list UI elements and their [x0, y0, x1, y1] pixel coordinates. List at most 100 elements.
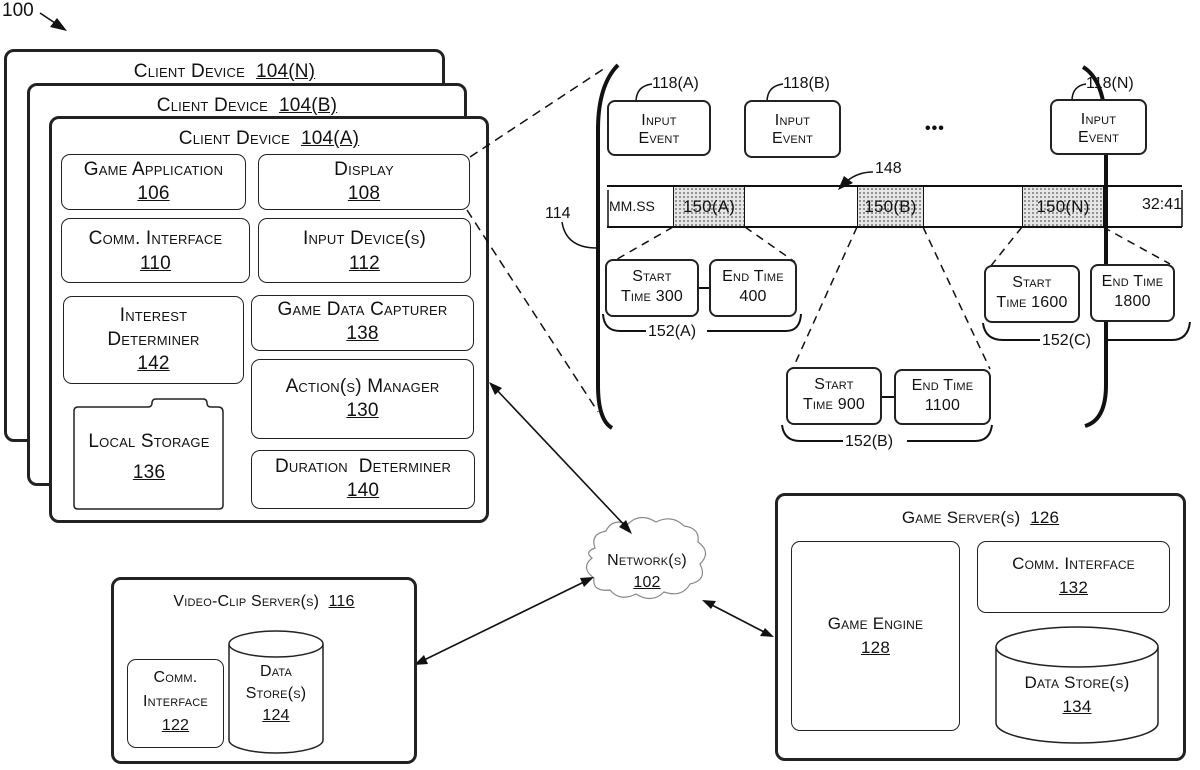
game-engine-ref: 128 — [792, 638, 959, 657]
video-clip-data-store-line2: Store(s) — [229, 684, 323, 703]
interest-determiner-line2: Determiner — [64, 328, 243, 351]
input-devices-box[interactable]: Input Device(s) 112 — [258, 218, 471, 283]
local-storage-ref: 136 — [74, 461, 224, 484]
timeline-segment-n-label: 150(N) — [1023, 195, 1103, 218]
clip-b-end-line1: End Time — [896, 376, 989, 395]
ref-114-label: 114 — [545, 205, 571, 223]
input-event-b[interactable]: Input Event — [744, 100, 841, 158]
input-event-a-ref: 118(A) — [652, 74, 699, 93]
timeline-start-label: MM.SS — [609, 198, 655, 214]
comm-interface-110-label: Comm. Interface — [62, 227, 249, 250]
input-event-n[interactable]: Input Event — [1050, 99, 1147, 155]
input-event-n-line1: Input — [1052, 110, 1145, 129]
actions-manager-label: Action(s) Manager — [252, 375, 473, 398]
client-device-n-title: Client Device — [134, 61, 245, 82]
input-event-a-line2: Event — [609, 129, 709, 148]
clip-c-start-line1: Start — [986, 273, 1078, 292]
clip-c-end-line2: 1800 — [1092, 292, 1173, 311]
video-clip-comm-interface-line2: Interface — [128, 692, 223, 711]
display-label: Display — [259, 158, 469, 181]
game-server-comm-interface-label: Comm. Interface — [978, 554, 1169, 573]
clip-b-ref: 152(B) — [845, 432, 893, 451]
client-device-a-title: Client Device — [179, 128, 290, 149]
timeline-end-label: 32:41 — [1142, 196, 1182, 214]
clip-c-start-box[interactable]: Start Time 1600 — [984, 265, 1080, 323]
game-engine-box[interactable]: Game Engine 128 — [791, 541, 960, 731]
video-clip-data-store-line1: Data — [229, 662, 323, 681]
clip-b-end-box[interactable]: End Time 1100 — [894, 369, 991, 425]
duration-determiner-ref: 140 — [252, 479, 474, 502]
input-event-a[interactable]: Input Event — [607, 100, 711, 156]
game-data-capturer-box[interactable]: Game Data Capturer 138 — [251, 295, 474, 351]
timeline-segment-b-label: 150(B) — [858, 195, 923, 218]
input-event-n-line2: Event — [1052, 128, 1145, 147]
interest-determiner-ref: 142 — [64, 352, 243, 375]
game-server-ref: 126 — [1030, 508, 1059, 527]
clip-a-end-line2: 400 — [711, 287, 795, 306]
duration-determiner-box[interactable]: Duration Determiner 140 — [251, 450, 475, 509]
input-devices-label: Input Device(s) — [259, 227, 470, 250]
duration-determiner-label: Duration Determiner — [252, 455, 474, 478]
interest-determiner-box[interactable]: Interest Determiner 142 — [63, 296, 244, 384]
network-label: Network(s) — [592, 551, 702, 570]
video-clip-data-store-ref: 124 — [229, 706, 323, 725]
game-server-title: Game Server(s) — [902, 508, 1021, 527]
clip-b-start-line1: Start — [788, 375, 880, 394]
clip-a-ref: 152(A) — [648, 322, 696, 341]
figure-ref-label: 100 — [2, 0, 34, 22]
video-clip-comm-interface-ref: 122 — [128, 716, 223, 735]
display-box[interactable]: Display 108 — [258, 154, 470, 210]
game-server-comm-interface-ref: 132 — [978, 578, 1169, 597]
clip-c-end-box[interactable]: End Time 1800 — [1090, 264, 1175, 322]
clip-a-start-box[interactable]: Start Time 300 — [605, 259, 699, 317]
timeline-segment-a[interactable]: 150(A) — [673, 187, 745, 226]
client-device-b-title: Client Device — [157, 95, 268, 116]
comm-interface-110-box[interactable]: Comm. Interface 110 — [61, 218, 250, 283]
interest-determiner-line1: Interest — [64, 304, 243, 327]
clip-b-end-line2: 1100 — [896, 396, 989, 415]
game-server-data-store-ref: 134 — [996, 697, 1158, 716]
input-event-b-ref: 118(B) — [783, 74, 830, 93]
client-device-b-ref: 104(B) — [279, 95, 337, 116]
clip-c-end-line1: End Time — [1092, 272, 1173, 291]
display-ref: 108 — [259, 182, 469, 205]
timeline-segment-a-label: 150(A) — [674, 195, 744, 218]
actions-manager-box[interactable]: Action(s) Manager 130 — [251, 359, 474, 439]
game-data-capturer-label: Game Data Capturer — [252, 298, 473, 321]
clip-a-start-line2: Time 300 — [607, 287, 697, 306]
comm-interface-110-ref: 110 — [62, 252, 249, 275]
game-engine-label: Game Engine — [792, 614, 959, 633]
client-device-n-ref: 104(N) — [256, 61, 315, 82]
actions-manager-ref: 130 — [252, 399, 473, 422]
ref-114-leader — [562, 222, 597, 248]
input-devices-ref: 112 — [259, 252, 470, 275]
clip-c-start-line2: Time 1600 — [986, 293, 1078, 312]
video-clip-server-ref: 116 — [328, 593, 354, 610]
timeline-bar[interactable]: MM.SS 32:41 150(A) 150(B) 150(N) — [607, 185, 1182, 228]
game-application-ref: 106 — [62, 182, 245, 205]
clip-c-ref: 152(C) — [1042, 331, 1091, 350]
clip-a-end-line1: End Time — [711, 267, 795, 286]
clip-b-start-line2: Time 900 — [788, 395, 880, 414]
game-server-comm-interface-box[interactable]: Comm. Interface 132 — [977, 541, 1170, 613]
input-event-n-ref: 118(N) — [1086, 74, 1134, 93]
clip-b-start-box[interactable]: Start Time 900 — [786, 367, 882, 425]
local-storage-label: Local Storage — [74, 430, 224, 453]
network-ref: 102 — [592, 573, 702, 592]
input-event-a-line1: Input — [609, 111, 709, 130]
timeline-segment-n[interactable]: 150(N) — [1022, 187, 1104, 226]
timeline-segment-b[interactable]: 150(B) — [857, 187, 924, 226]
game-server-data-store-label: Data Store(s) — [996, 673, 1158, 692]
video-clip-comm-interface-line1: Comm. — [128, 668, 223, 687]
timeline-ref: 148 — [875, 159, 902, 178]
game-application-label: Game Application — [62, 158, 245, 181]
game-application-box[interactable]: Game Application 106 — [61, 154, 246, 210]
clip-a-end-box[interactable]: End Time 400 — [709, 259, 797, 317]
video-clip-server-title: Video-Clip Server(s) — [173, 593, 319, 610]
video-clip-comm-interface-box[interactable]: Comm. Interface 122 — [127, 659, 224, 748]
ellipsis: ••• — [925, 120, 945, 138]
client-device-a-ref: 104(A) — [301, 128, 359, 149]
game-data-capturer-ref: 138 — [252, 322, 473, 345]
clip-a-start-line1: Start — [607, 267, 697, 286]
zoom-line-top — [470, 68, 605, 157]
